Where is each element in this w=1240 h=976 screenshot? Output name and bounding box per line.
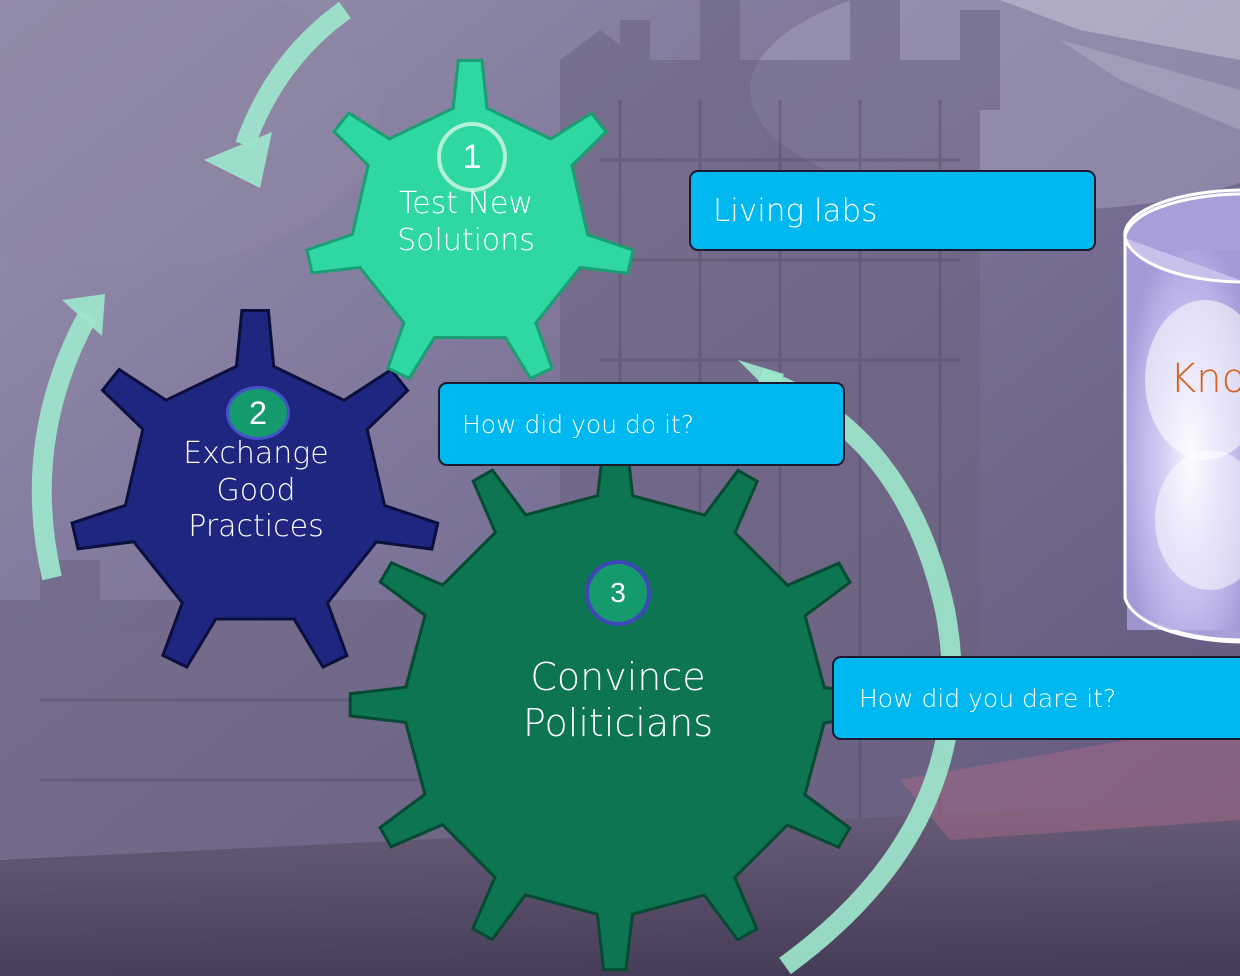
- gear-2-number-badge: 2: [226, 386, 290, 440]
- callout-how-did-you-do-it-text: How did you do it?: [462, 409, 695, 439]
- arrow-top-head: [204, 132, 272, 188]
- gear-3-number-badge: 3: [585, 560, 651, 626]
- callout-living-labs: Living labs: [689, 170, 1096, 251]
- gear-1-label: Test New Solutions: [397, 186, 535, 258]
- knowledge-base-cylinder: [1123, 188, 1240, 644]
- gear-3-shape: [348, 438, 882, 972]
- callout-living-labs-text: Living labs: [713, 192, 878, 229]
- gear-1-number-badge: 1: [437, 122, 507, 192]
- callout-how-did-you-dare-it: How did you dare it?: [832, 656, 1240, 740]
- knowledge-base-label: Kno: [1170, 356, 1240, 402]
- gear-3-label: Convince Politicians: [523, 655, 713, 746]
- callout-how-did-you-dare-it-text: How did you dare it?: [859, 683, 1117, 713]
- arrow-left-curve: [31, 310, 97, 581]
- gear-2-label: Exchange Good Practices: [183, 436, 329, 545]
- arrow-top-curve: [235, 1, 351, 149]
- callout-how-did-you-do-it: How did you do it?: [438, 382, 845, 466]
- gear-2-shape: [70, 309, 440, 670]
- gear-1-shape: [305, 58, 635, 381]
- arrow-left-head: [62, 294, 105, 336]
